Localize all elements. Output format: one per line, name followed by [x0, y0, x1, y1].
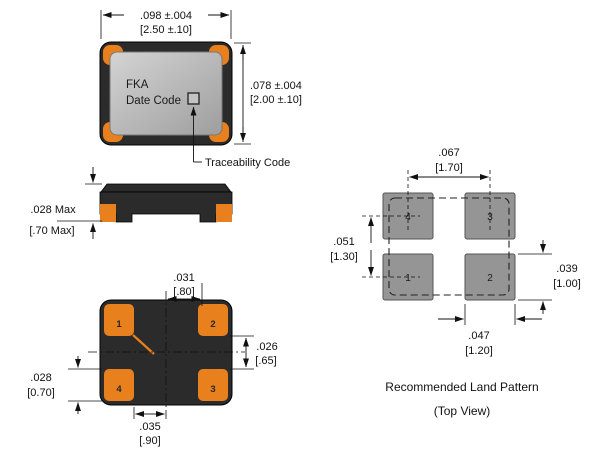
- dim-pad-width-inch: .031: [173, 272, 194, 284]
- bottom-view: 1 2 4 3 .031 [.80] .026 [.65] .028 [0: [27, 272, 277, 447]
- dim-bottom-pad-height: .026 [.65]: [230, 335, 278, 370]
- side-view: .028 Max [.70 Max]: [29, 167, 233, 239]
- dim-land-pitch-x-mm: [1.70]: [435, 162, 463, 174]
- land-pattern-caption: Recommended Land Pattern: [385, 380, 538, 394]
- dim-side-height-mm: [.70 Max]: [29, 225, 74, 237]
- dim-top-height: .078 ±.004 [2.00 ±.10]: [234, 42, 302, 145]
- land-pattern: 4 3 1 2 .067 [1.70] .051 [1.30] .039 [1.: [330, 147, 581, 418]
- bottom-pad-3: [198, 369, 228, 401]
- traceability-leader: Traceability Code: [190, 106, 290, 169]
- traceability-label: Traceability Code: [205, 157, 290, 169]
- dim-width-mm: [2.50 ±.10]: [140, 24, 192, 36]
- dim-pad-height-mm: [.65]: [255, 355, 276, 367]
- bottom-pad-4-label: 4: [116, 384, 122, 395]
- land-pad-3-label: 3: [487, 212, 493, 223]
- dim-land-pitch-y-inch: .051: [333, 236, 354, 248]
- dim-top-width: .098 ±.004 [2.50 ±.10]: [100, 10, 232, 39]
- dim-side-height-inch: .028 Max: [30, 204, 76, 216]
- dim-land-pitch-x: .067 [1.70]: [407, 147, 491, 233]
- side-body: [99, 191, 233, 223]
- dim-land-pitch-y-mm: [1.30]: [330, 251, 358, 263]
- dim-corner-pad-mm: [0.70]: [27, 387, 55, 399]
- dim-height-mm: [2.00 ±.10]: [250, 94, 302, 106]
- side-lid: [100, 183, 232, 193]
- dim-land-pad-width-inch: .047: [468, 330, 489, 342]
- dim-width-inch: .098 ±.004: [140, 10, 192, 22]
- land-pad-4-label: 4: [405, 212, 411, 223]
- package-outline-dashed: [388, 197, 510, 296]
- side-pad-right: [216, 204, 232, 222]
- marking-series: FKA: [126, 79, 149, 91]
- dim-bottom-corner-pad: .028 [0.70]: [27, 356, 102, 414]
- dim-land-pad-height-inch: .039: [556, 263, 577, 275]
- traceability-code-square: [187, 92, 200, 105]
- dim-land-pad-width: .047 [1.20]: [438, 304, 542, 357]
- side-pad-left: [100, 204, 116, 222]
- dim-pad-width-mm: [.80]: [173, 286, 194, 298]
- top-view: FKA Date Code .098 ±.004 [2.50 ±.10] .07…: [99, 10, 302, 169]
- land-pad-2: [464, 253, 516, 301]
- dim-pad-height-inch: .026: [256, 341, 277, 353]
- bottom-pad-4: [104, 369, 134, 401]
- dim-land-pad-height-mm: [1.00]: [553, 278, 581, 290]
- dim-land-pad-height: .039 [1.00]: [518, 240, 581, 314]
- dim-land-pitch-y: .051 [1.30]: [330, 215, 420, 278]
- dim-bottom-pad-width: .031 [.80]: [167, 272, 203, 306]
- dim-side-height: .028 Max [.70 Max]: [29, 167, 102, 239]
- marking-date-code: Date Code: [126, 95, 181, 107]
- dim-bottom-pitch: .035 [.90]: [133, 407, 165, 447]
- bottom-pad-2: [198, 304, 228, 336]
- land-pattern-subcaption: (Top View): [434, 404, 490, 418]
- bottom-pad-2-label: 2: [210, 319, 215, 330]
- dim-land-pad-width-mm: [1.20]: [465, 345, 493, 357]
- dim-land-pitch-x-inch: .067: [438, 147, 459, 159]
- dim-height-inch: .078 ±.004: [250, 80, 302, 92]
- land-pad-1-label: 1: [405, 273, 411, 284]
- package-lid: [109, 51, 223, 136]
- bottom-pad-1: [104, 304, 134, 336]
- pin1-indicator-line: [132, 334, 155, 355]
- dim-pitch-mm: [.90]: [139, 435, 160, 447]
- bottom-pad-1-label: 1: [116, 319, 122, 330]
- dim-pitch-inch: .035: [139, 421, 160, 433]
- land-pad-2-label: 2: [487, 273, 493, 284]
- dim-corner-pad-inch: .028: [30, 372, 51, 384]
- bottom-pad-3-label: 3: [210, 384, 215, 395]
